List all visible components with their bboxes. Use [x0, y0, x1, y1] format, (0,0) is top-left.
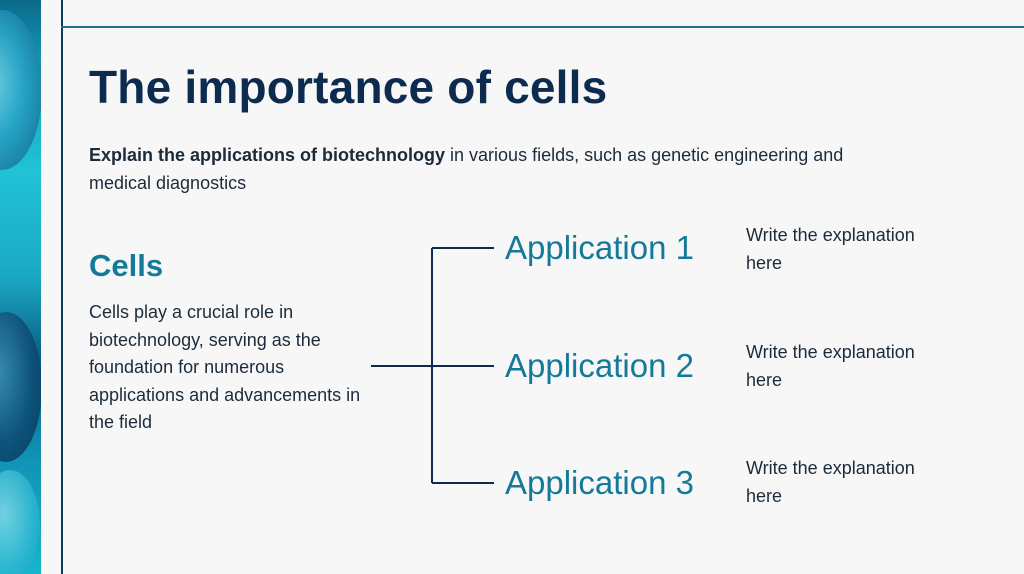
application-1-label: Application 1 — [505, 229, 694, 266]
application-3-label: Application 3 — [505, 464, 694, 501]
cells-heading: Cells — [89, 248, 164, 283]
application-2-description: Write the explanation here — [746, 342, 915, 390]
slide-subtitle: Explain the applications of biotechnolog… — [89, 141, 909, 197]
slide-title: The importance of cells — [89, 61, 608, 113]
application-2-label: Application 2 — [505, 347, 694, 384]
frame-top-line — [61, 26, 1024, 28]
application-3-description: Write the explanation here — [746, 458, 915, 506]
decorative-cell-image-strip — [0, 0, 41, 574]
subtitle-bold-text: Explain the applications of biotechnolog… — [89, 145, 446, 165]
cells-description: Cells play a crucial role in biotechnolo… — [89, 302, 361, 432]
frame-left-line — [61, 0, 63, 574]
application-1-description: Write the explanation here — [746, 225, 915, 273]
subtitle-rest-text: in various fields, such as genetic engin… — [89, 145, 844, 193]
